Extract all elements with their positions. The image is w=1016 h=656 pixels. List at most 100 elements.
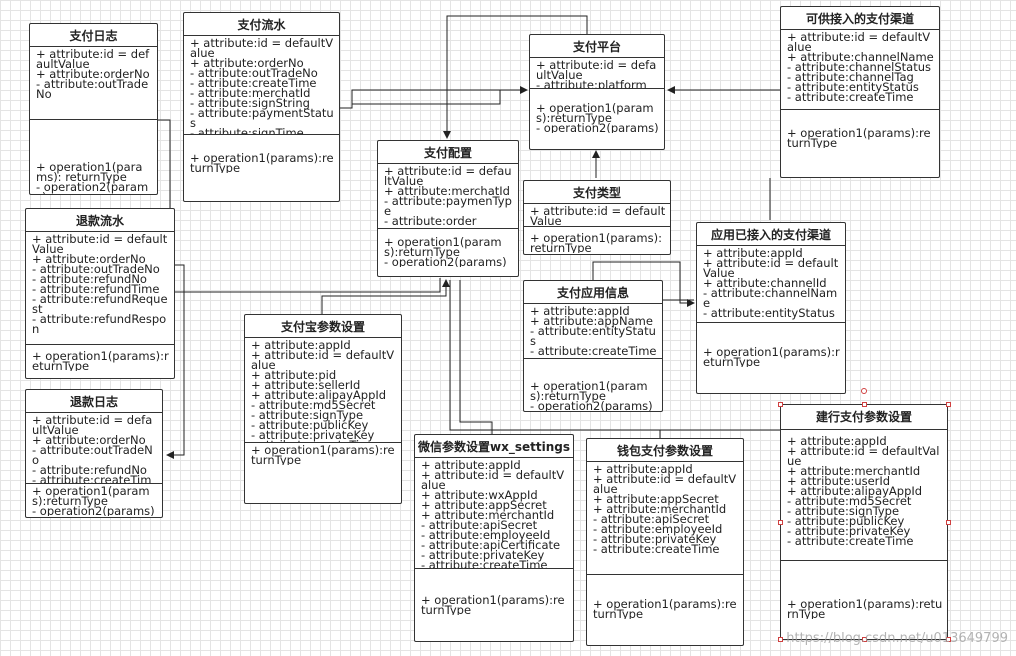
class-operation: + operation1(params):returnType <box>593 597 737 619</box>
class-title: 支付类型 <box>524 181 670 204</box>
class-attribute: + attribute:orderNo <box>190 56 304 70</box>
class-attribute: - attribute:platform <box>536 78 647 89</box>
class-attribute: - attribute:createTime <box>593 542 720 556</box>
class-title: 退款流水 <box>26 209 174 232</box>
class-attribute: - attribute:signType <box>787 504 900 518</box>
class-operation: + operation1(params):returnType <box>703 345 840 367</box>
class-attributes: + attribute:id = defaultValue+ attribute… <box>378 164 518 229</box>
class-attribute: + attribute:id = defaultValue <box>32 232 168 256</box>
class-attribute: - attribute:publicKey <box>787 514 905 528</box>
class-attribute: - attribute:createTime <box>251 439 397 442</box>
resize-handle-n[interactable] <box>862 402 867 407</box>
class-attribute: + attribute:appId <box>703 246 803 260</box>
class-attribute: - attribute:entityStatus <box>703 306 835 320</box>
class-jianhang-canshu[interactable]: 建行支付参数设置 + attribute:appId+ attribute:id… <box>780 404 948 640</box>
class-qianbao-canshu[interactable]: 钱包支付参数设置 + attribute:appId+ attribute:id… <box>586 438 744 646</box>
class-operation: + operation1(params):returnType <box>787 597 943 619</box>
class-operations: + operation1(params):returnType <box>26 345 174 371</box>
class-attribute: + attribute:id = defaultValue <box>384 164 512 188</box>
class-attribute: + attribute:appName <box>530 314 653 328</box>
class-attribute: - attribute:createTime <box>421 558 548 569</box>
resize-handle-s[interactable] <box>862 637 867 642</box>
class-attributes: + attribute:id = defaultValue- attribute… <box>530 58 664 89</box>
class-attribute: - attribute:outTradeNo <box>32 443 153 467</box>
class-attribute: + attribute:id = defaultValue <box>787 444 940 468</box>
class-operation: + operation1(params):returnType <box>384 235 502 259</box>
class-title: 建行支付参数设置 <box>781 405 947 430</box>
resize-handle-e[interactable] <box>946 520 951 525</box>
class-attribute: + attribute:pid <box>251 368 337 382</box>
class-zhifu-liushui[interactable]: 支付流水 + attribute:id = defaultValue+ attr… <box>183 12 340 202</box>
class-attributes: + attribute:id = defaultValue+ attribute… <box>26 413 162 484</box>
class-attribute: - attribute:channelName <box>703 286 838 310</box>
class-attribute: - attribute:paymentStatus <box>190 106 334 130</box>
class-attribute: - attribute:createTime <box>32 473 152 484</box>
class-keke-qudao[interactable]: 可供接入的支付渠道 + attribute:id = defaultValue+… <box>780 6 940 178</box>
class-attribute: + attribute:merchantId <box>421 508 555 522</box>
class-operations: + operation1(params): returnType- operat… <box>30 120 157 194</box>
class-operations: + operation1(params):returnType <box>587 575 743 619</box>
edge-zfb-peizhi <box>321 279 450 314</box>
class-attribute: - attribute:createTime <box>530 344 657 358</box>
class-attribute: + attribute:wxAppId <box>421 488 538 502</box>
class-yiyong-qudao[interactable]: 应用已接入的支付渠道 + attribute:appId+ attribute:… <box>696 222 846 394</box>
class-attributes: + attribute:id = defaultValue <box>524 204 670 227</box>
class-operations: + operation1(params):returnType- operati… <box>26 484 162 516</box>
class-attribute: + attribute:alipayAppId <box>787 484 923 498</box>
resize-handle-nw[interactable] <box>778 402 783 407</box>
class-attribute: - attribute:apiSecret <box>421 518 538 532</box>
resize-handle-w[interactable] <box>778 520 783 525</box>
class-attributes: + attribute:appId+ attribute:id = defaul… <box>697 246 845 323</box>
class-operations: + operation1(params):returnType <box>697 323 845 367</box>
class-attribute: + attribute:appId <box>530 304 630 318</box>
class-operation: - operation2(params) <box>530 399 653 411</box>
class-attribute: - attribute:createTime <box>787 534 914 548</box>
class-zhifu-pingtai[interactable]: 支付平台 + attribute:id = defaultValue- attr… <box>529 34 665 150</box>
class-operations: + operation1(params):returnType <box>781 110 939 148</box>
class-attribute: + attribute:id = defaultValue <box>32 413 153 437</box>
class-weixin-canshu[interactable]: 微信参数设置wx_settings + attribute:appId+ att… <box>414 434 574 642</box>
class-zhifu-yingyong[interactable]: 支付应用信息 + attribute:appId+ attribute:appN… <box>523 280 663 412</box>
class-title: 可供接入的支付渠道 <box>781 7 939 30</box>
resize-handle-sw[interactable] <box>778 637 783 642</box>
class-zfb-canshu[interactable]: 支付宝参数设置 + attribute:appId+ attribute:id … <box>244 314 402 504</box>
class-attribute: - attribute:md5Secret <box>787 494 912 508</box>
class-tuikuan-liushui[interactable]: 退款流水 + attribute:id = defaultValue+ attr… <box>25 208 175 379</box>
class-attribute: - attribute:signType <box>251 408 364 422</box>
class-zhifu-rizhi[interactable]: 支付日志 + attribute:id = defaultValue+ attr… <box>29 23 158 195</box>
class-attribute: + attribute:id = defaultValue <box>593 472 737 496</box>
class-attribute: + attribute:id = defaultValue <box>530 204 666 227</box>
class-attributes: + attribute:appId+ attribute:appName- at… <box>524 304 662 359</box>
class-attribute: - attribute:order <box>384 214 477 228</box>
watermark: https://blog.csdn.net/u013649799 <box>786 631 1008 646</box>
class-operation: + operation1(params):returnType <box>190 151 334 173</box>
class-attribute: - attribute:channelTag <box>787 70 914 84</box>
class-operation: + operation1(params):returnType <box>530 231 662 253</box>
class-attribute: + attribute:merchantId <box>787 464 921 478</box>
class-operations: + operation1(params):returnType- operati… <box>524 359 662 411</box>
class-zhifu-peizhi[interactable]: 支付配置 + attribute:id = defaultValue+ attr… <box>377 140 519 277</box>
rotate-handle[interactable] <box>861 388 867 394</box>
class-attribute: - attribute:paymenType <box>384 194 512 218</box>
class-attribute: - attribute:entityStatus <box>530 324 656 348</box>
class-attribute: - attribute:outTradeNo <box>190 66 318 80</box>
class-operation: + operation1(params):returnType <box>787 126 931 148</box>
class-operation: + operation1(params):returnType <box>530 379 648 403</box>
resize-handle-se[interactable] <box>946 637 951 642</box>
class-attribute: - attribute:privateKey <box>787 524 911 538</box>
class-attribute: + attribute:id = defaultValue <box>190 36 334 60</box>
class-attribute: - attribute:createTime <box>787 90 914 104</box>
edge-liushui-pingtai <box>340 86 528 109</box>
class-attribute: + attribute:id = defaultValue <box>421 468 565 492</box>
resize-handle-ne[interactable] <box>946 402 951 407</box>
class-title: 支付配置 <box>378 141 518 164</box>
class-zhifu-leixing[interactable]: 支付类型 + attribute:id = defaultValue + ope… <box>523 180 671 255</box>
class-attribute: - attribute:refundRequest <box>32 292 168 316</box>
class-tuikuan-rizhi[interactable]: 退款日志 + attribute:id = defaultValue+ attr… <box>25 389 163 518</box>
class-attribute: + attribute:appId <box>421 458 521 472</box>
edge-weixin-peizhi <box>459 280 493 436</box>
class-attribute: + attribute:id = defaultValue <box>703 256 839 280</box>
edge-tuikuanliushui-peizhi <box>175 278 441 293</box>
class-attribute: + attribute:appId <box>593 462 693 476</box>
class-attributes: + attribute:appId+ attribute:id = defaul… <box>587 462 743 575</box>
